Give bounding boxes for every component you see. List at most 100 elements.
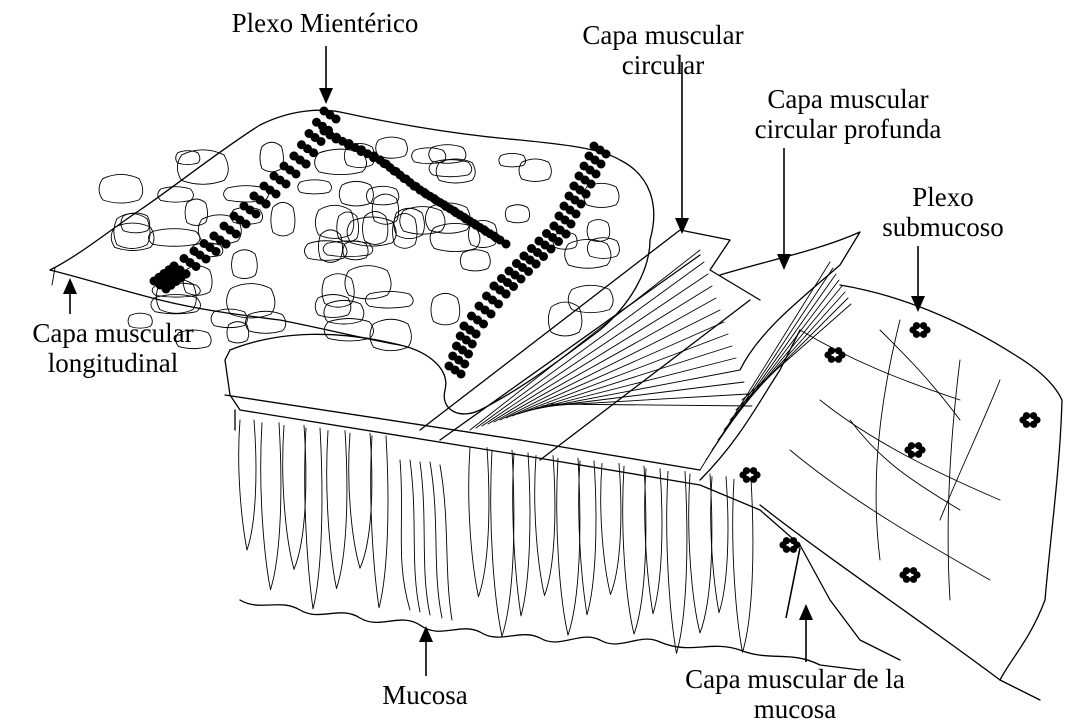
tissue-cell-outline <box>376 137 408 158</box>
label-submucosal-line1: Plexo <box>868 182 1018 212</box>
villus <box>491 450 514 636</box>
label-myenteric-plexus-text: Plexo Mientérico <box>190 8 460 38</box>
plexus-cell <box>292 170 301 179</box>
label-myenteric-plexus: Plexo Mientérico <box>190 8 460 38</box>
villus <box>601 463 621 594</box>
plexus-cell <box>494 300 503 309</box>
ganglion-cell <box>910 576 917 583</box>
plexus-cell <box>262 200 271 209</box>
ganglion-cell <box>908 442 915 449</box>
muscle-fiber <box>500 310 720 420</box>
plexus-cell <box>479 320 488 329</box>
villus <box>327 431 347 589</box>
villus <box>305 428 322 609</box>
tissue-cell-outline <box>431 293 460 324</box>
pointer-muscularis-mucosae <box>786 548 813 662</box>
plexus-cell <box>272 190 281 199</box>
plexus-cell <box>562 230 571 239</box>
pointer-longitudinal <box>63 278 77 314</box>
pointer-submucosal-plexus <box>911 246 925 312</box>
tissue-cell-outline <box>185 199 208 225</box>
tissue-cell-outline <box>499 153 526 167</box>
tissue-cell-outline <box>298 180 332 194</box>
plexus-cell <box>524 267 533 276</box>
plexus-cell <box>232 230 241 239</box>
label-submucosal-plexus: Plexo submucoso <box>868 182 1018 242</box>
pointer-mucosa <box>419 626 433 676</box>
plexus-cell <box>597 160 606 169</box>
plexus-cell <box>582 190 591 199</box>
tissue-cell-outline <box>315 205 353 238</box>
tissue-cell-outline <box>519 159 551 182</box>
ganglion-cell <box>783 537 790 544</box>
plexus-cell <box>532 260 541 269</box>
villus <box>349 433 372 568</box>
label-deep-circular-line2: circular profunda <box>718 114 978 144</box>
label-longitudinal-line2: longitudinal <box>0 348 226 378</box>
ganglion-cell <box>903 567 910 574</box>
plexus-cell <box>309 148 318 157</box>
tissue-cell-outline <box>400 207 445 235</box>
plexus-cell <box>317 137 326 146</box>
deep-muscle-fiber <box>724 286 842 430</box>
ganglion-cell <box>915 442 922 449</box>
label-longitudinal-muscle: Capa muscular longitudinal <box>0 318 226 378</box>
villus <box>513 453 530 616</box>
plexus-cell <box>487 310 496 319</box>
deep-circular-sheet <box>700 232 860 480</box>
label-circular-muscle-line2: circular <box>548 50 778 80</box>
plexus-cell <box>602 150 611 159</box>
ganglion-cell <box>913 322 920 329</box>
tissue-cell-outline <box>345 266 391 299</box>
plexus-cell <box>567 220 576 229</box>
label-circular-muscle-line1: Capa muscular <box>548 20 778 50</box>
tissue-cell-outline <box>232 250 258 279</box>
villus <box>623 466 646 634</box>
plexus-cell <box>460 360 469 369</box>
plexus-cell <box>539 252 548 261</box>
ganglion-cell <box>750 467 757 474</box>
tissue-cell-outline <box>99 174 143 203</box>
villi <box>239 420 753 653</box>
tissue-cell-outline <box>363 211 388 244</box>
label-deep-circular-muscle: Capa muscular circular profunda <box>718 84 978 144</box>
pointer-circular-muscle <box>675 62 689 234</box>
ganglion-cell <box>750 476 757 483</box>
ganglion-cell <box>915 451 922 458</box>
tissue-cell-outline <box>271 202 295 236</box>
label-mucosa: Mucosa <box>350 680 500 710</box>
ganglion-cell <box>1023 412 1030 419</box>
tissue-cell-outline <box>114 214 150 249</box>
ganglion-cell <box>790 546 797 553</box>
plexus-cell <box>192 262 201 271</box>
deep-muscle-fiber <box>718 280 839 440</box>
tissue-cell-outline <box>111 223 154 250</box>
label-submucosal-line2: submucoso <box>868 212 1018 242</box>
label-muscularis-mucosae-line1: Capa muscular de la <box>640 664 950 694</box>
villus <box>239 420 256 550</box>
plexus-cell <box>547 245 556 254</box>
ganglion-cell <box>835 347 842 354</box>
tissue-cell-outline <box>322 274 354 308</box>
plexus-cell <box>587 180 596 189</box>
pointer-deep-circular <box>777 148 791 270</box>
villus <box>283 425 306 569</box>
tissue-cell-outline <box>347 217 396 246</box>
pointer-myenteric <box>319 46 333 104</box>
muscle-fiber <box>494 298 716 422</box>
tissue-cell-outline <box>324 300 364 324</box>
muscle-fiber <box>512 334 728 416</box>
plexus-cell <box>502 290 511 299</box>
tissue-cell-outline <box>318 230 342 262</box>
label-mucosa-text: Mucosa <box>350 680 500 710</box>
villus <box>579 461 596 615</box>
ganglion-cell <box>920 331 927 338</box>
villus <box>557 458 580 635</box>
plexus-cell <box>242 220 251 229</box>
villus <box>645 469 662 614</box>
ganglion-cell <box>910 567 917 574</box>
plexus-cell <box>457 370 466 379</box>
ganglion-cell <box>920 322 927 329</box>
plexus-cell <box>282 180 291 189</box>
plexus-cell <box>468 340 477 349</box>
